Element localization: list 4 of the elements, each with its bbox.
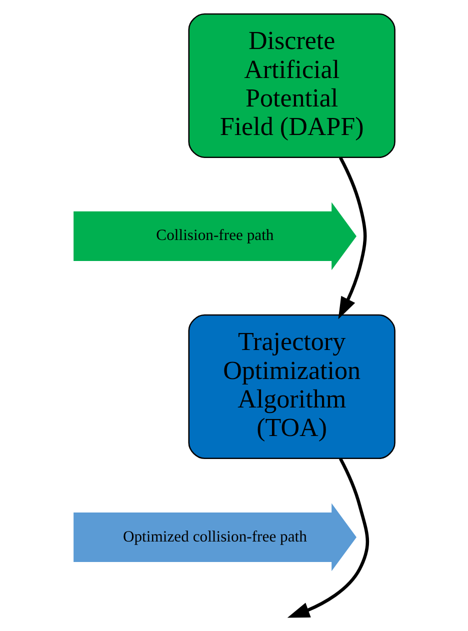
arrow (286, 458, 369, 618)
node-box: Discrete Artificial Potential Field (DAPF) (188, 13, 395, 158)
arrow (338, 156, 366, 320)
node-box: Trajectory Optimization Algorithm (TOA) (188, 314, 395, 460)
